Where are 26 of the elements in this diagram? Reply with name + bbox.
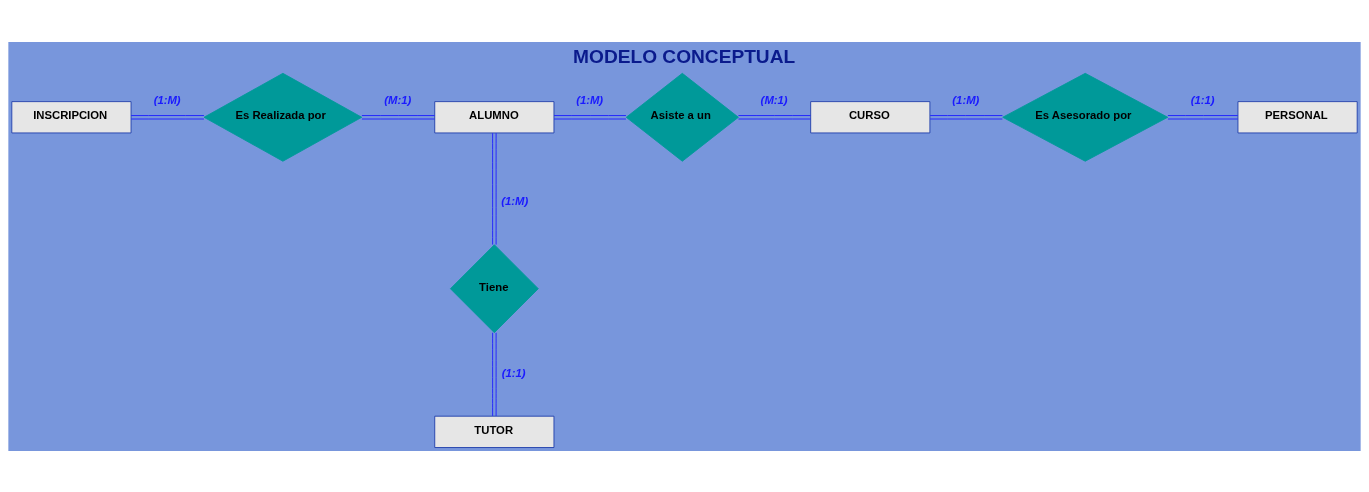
edge-label: (1:M) [576, 93, 604, 106]
connector [130, 114, 205, 119]
connector [929, 114, 1003, 119]
connector [361, 114, 435, 119]
node-box: ALUMNO [434, 100, 555, 133]
node-box: INSCRIPCION [11, 100, 132, 133]
edge-label: (M:1) [760, 93, 788, 106]
connector [553, 114, 627, 119]
edge-label: (M:1) [384, 93, 412, 106]
edge-label: (1:M) [952, 93, 980, 106]
connector [1167, 114, 1239, 119]
node-box: CURSO [810, 100, 931, 133]
connector [492, 132, 497, 245]
node-diamond: Tiene [449, 243, 539, 333]
node-diamond: Es Realizada por [203, 72, 363, 162]
connector [492, 331, 497, 416]
connector [738, 114, 811, 119]
diagram-title: MODELO CONCEPTUAL [573, 45, 796, 67]
node-diamond: Es Asesorado por [1002, 72, 1169, 162]
edge-label: (1:1) [501, 366, 526, 379]
edge-label: (1:M) [153, 93, 181, 106]
node-box: PERSONAL [1237, 100, 1358, 133]
edge-label: (1:1) [1190, 93, 1215, 106]
node-diamond: Asiste a un [625, 72, 739, 162]
edge-label: (1:M) [501, 194, 529, 207]
node-box: TUTOR [434, 415, 555, 448]
